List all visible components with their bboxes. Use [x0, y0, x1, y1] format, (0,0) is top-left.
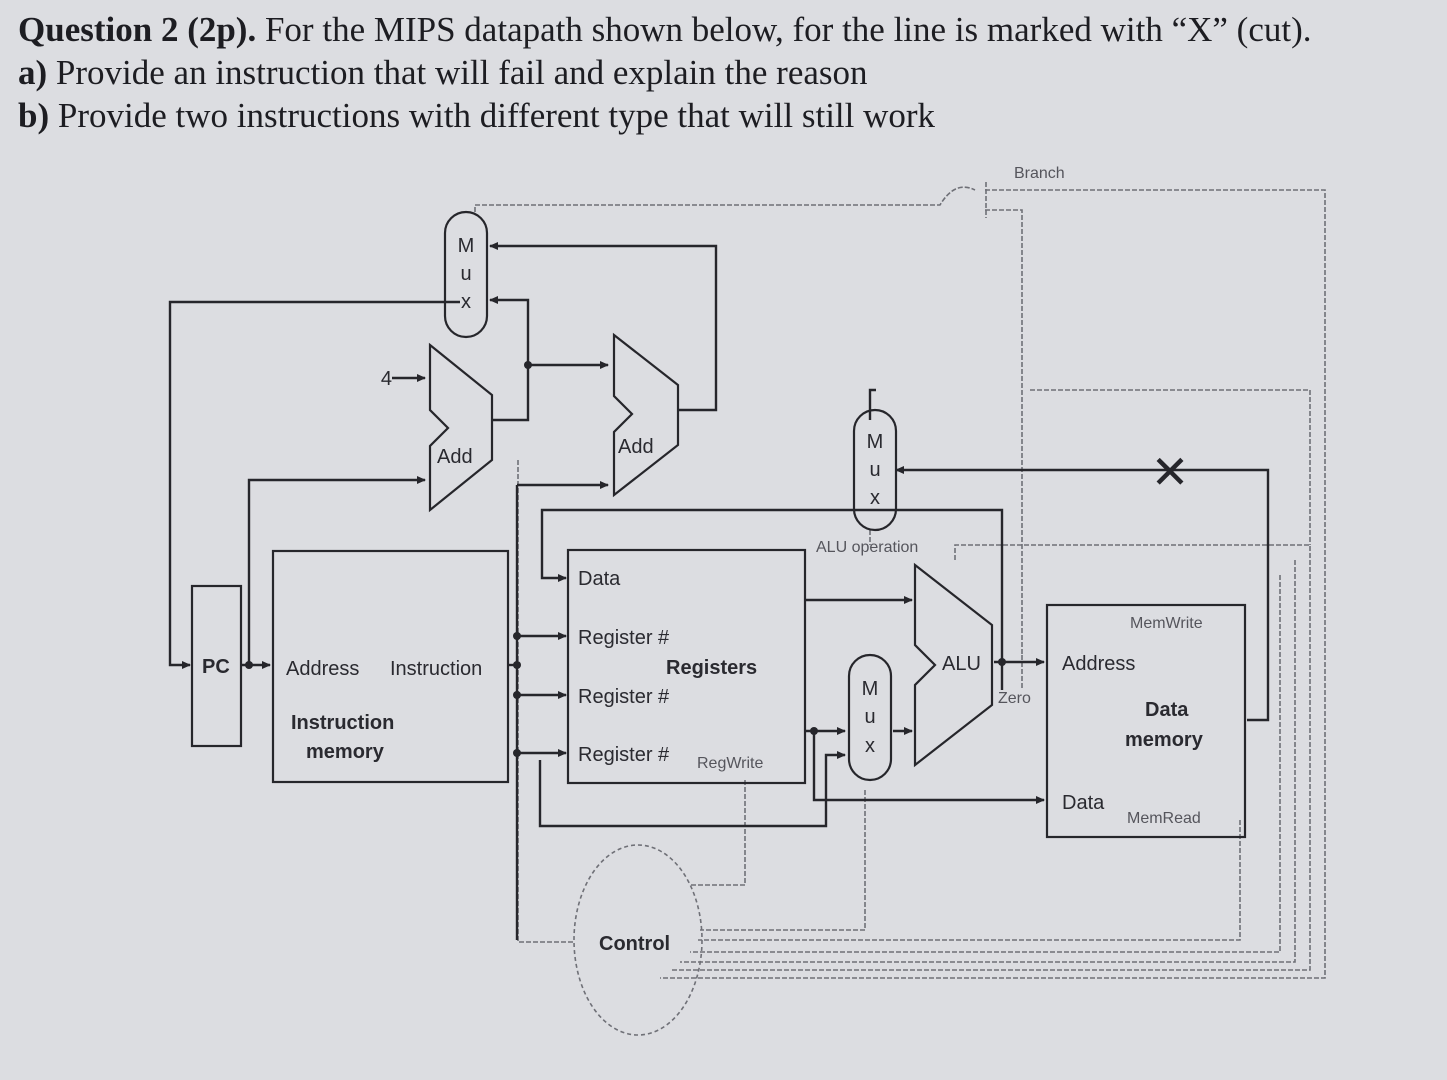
memread-label: MemRead: [1127, 810, 1201, 827]
mux2-m: M: [862, 678, 879, 700]
control-label: Control: [599, 933, 670, 955]
constant-four: 4: [381, 368, 392, 390]
alu-source-mux: [847, 653, 893, 782]
control-unit: [573, 844, 703, 1036]
alu-label: ALU: [942, 653, 981, 675]
regwrite-label: RegWrite: [697, 755, 763, 772]
dmem-title-2: memory: [1125, 729, 1204, 751]
register-file: [566, 548, 807, 785]
part-b-label: b): [18, 96, 50, 135]
question-text: Question 2 (2p). For the MIPS datapath s…: [18, 8, 1428, 137]
alu-operation-label: ALU operation: [816, 539, 918, 556]
writeback-mux: [852, 408, 898, 532]
pc-register: [190, 584, 243, 748]
datapath-wires: [168, 186, 1270, 940]
imem-instruction-label: Instruction: [390, 658, 482, 680]
question-intro: For the MIPS datapath shown below, for t…: [264, 10, 1312, 49]
imem-title-2: memory: [306, 741, 385, 763]
instruction-memory: [271, 549, 510, 784]
mux1-x: x: [461, 291, 471, 313]
mux1-m: M: [458, 235, 475, 257]
reg-data-label: Data: [578, 568, 621, 590]
dmem-address-label: Address: [1062, 653, 1135, 675]
dmem-title-1: Data: [1145, 699, 1189, 721]
mux2-u: u: [864, 706, 875, 728]
reg-r1-label: Register #: [578, 627, 670, 649]
part-a-label: a): [18, 53, 48, 92]
part-a-text: Provide an instruction that will fail an…: [55, 53, 868, 92]
imem-address-label: Address: [286, 658, 359, 680]
question-part-b: b) Provide two instructions with differe…: [18, 94, 1428, 137]
branch-label: Branch: [1014, 165, 1065, 182]
junction-dots: [245, 361, 1006, 757]
mux2-x: x: [865, 735, 875, 757]
mux3-m: M: [867, 431, 884, 453]
mux3-u: u: [869, 459, 880, 481]
imem-title-1: Instruction: [291, 712, 394, 734]
cut-x-icon: ✕: [1151, 445, 1190, 499]
question-heading: Question 2 (2p).: [18, 10, 257, 49]
alu-unit: [913, 562, 994, 768]
add2-label: Add: [618, 436, 654, 458]
question-part-a: a) Provide an instruction that will fail…: [18, 51, 1428, 94]
pc-adder: [428, 342, 494, 513]
dmem-data-label: Data: [1062, 792, 1105, 814]
branch-adder: [612, 332, 680, 498]
mux1-u: u: [460, 263, 471, 285]
question-heading-line: Question 2 (2p). For the MIPS datapath s…: [18, 8, 1428, 51]
mux3-x: x: [870, 487, 880, 509]
pc-source-mux: [443, 210, 489, 339]
part-b-text: Provide two instructions with different …: [57, 96, 936, 135]
pc-label: PC: [202, 656, 230, 678]
reg-r2-label: Register #: [578, 686, 670, 708]
reg-r3-label: Register #: [578, 744, 670, 766]
reg-title: Registers: [666, 657, 757, 679]
control-lines: [517, 182, 1326, 979]
memwrite-label: MemWrite: [1130, 615, 1203, 632]
zero-label: Zero: [998, 690, 1031, 707]
add1-label: Add: [437, 446, 473, 468]
data-memory: [1045, 603, 1247, 839]
